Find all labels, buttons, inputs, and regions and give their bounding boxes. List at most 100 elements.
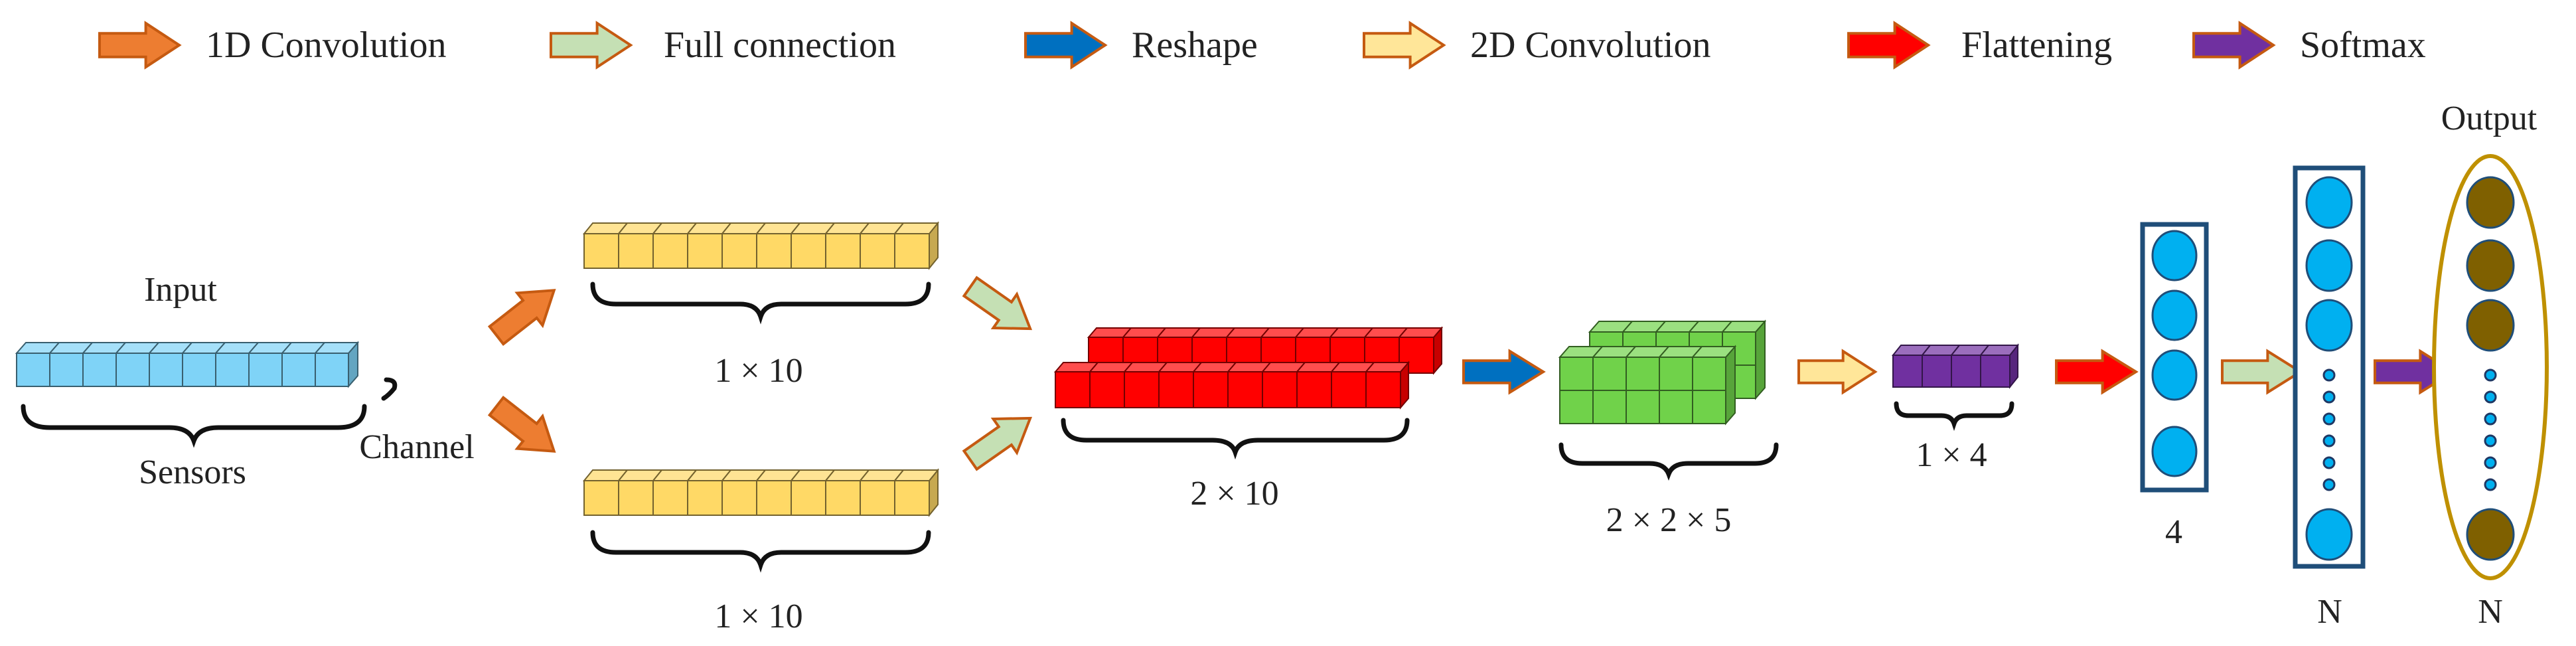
conv2d-cell [1922, 355, 1952, 388]
ellipsis-dot [2484, 390, 2497, 404]
hidden-box [2293, 165, 2366, 569]
conv-top-cell [583, 233, 619, 269]
reshape-front-cell [1592, 390, 1627, 424]
neuron [2151, 349, 2198, 401]
ellipsis-dot [2484, 412, 2497, 426]
input-cell [281, 353, 316, 387]
reshape-front-cell [1626, 357, 1660, 391]
merged-front-cell [1262, 371, 1298, 408]
full-connection-arrow-hidden [2221, 349, 2303, 395]
reshape-front-cell [1592, 357, 1627, 391]
conv2d-1x4-block [1891, 343, 2020, 389]
neuron [2151, 230, 2198, 282]
fc-arrow-down [962, 276, 1033, 331]
ellipsis-dot [2322, 390, 2336, 404]
fc-hidden-arrow-shape [2221, 349, 2303, 395]
output-ellipse [2432, 154, 2549, 580]
conv1d-legend-arrow [98, 21, 182, 70]
conv-bottom-cell [791, 480, 826, 516]
neuron [2151, 426, 2198, 477]
conv1d-branch-arrows [487, 289, 556, 453]
softmax-legend-label: Softmax [2300, 25, 2426, 66]
conv-bottom-cell [894, 480, 930, 516]
reshape-arrow [1462, 349, 1546, 395]
ellipsis-dot [2484, 368, 2497, 382]
neuron [2305, 299, 2353, 352]
reshaped-dim: 2 × 2 × 5 [1606, 501, 1732, 539]
reshape-front-cell [1659, 390, 1693, 424]
conv-bottom-cell [687, 480, 723, 516]
input-cell [182, 353, 216, 387]
output-neuron [2466, 508, 2515, 561]
reshaped-2x2x5-block [1558, 319, 1767, 426]
flatten-arrow-shape [2055, 349, 2139, 395]
reshaped-brace [1558, 442, 1779, 481]
input-cell [115, 353, 150, 387]
fc-legend-arrow [550, 21, 633, 70]
conv-top-cell [652, 233, 688, 269]
flattening-arrow [2055, 349, 2139, 395]
neuron [2305, 176, 2353, 229]
conv-bottom-dim: 1 × 10 [714, 598, 802, 635]
neuron [2305, 239, 2353, 292]
neuron [2151, 289, 2198, 341]
reshape-front-cell [1692, 357, 1726, 391]
conv-top-cell [756, 233, 792, 269]
conv-top-brace [590, 282, 931, 325]
merged-front-cell [1089, 371, 1125, 408]
merged-front-cell [1227, 371, 1263, 408]
conv2d-cell [1951, 355, 1981, 388]
merged-front-cell [1055, 371, 1091, 408]
merged-2x10-block [1053, 326, 1444, 410]
layer4-count: 4 [2165, 513, 2182, 551]
reshape-front-cell [1559, 390, 1594, 424]
channel-brace [381, 377, 398, 401]
conv-top-cell [687, 233, 723, 269]
reshape-front-cell [1559, 357, 1594, 391]
merged-front-cell [1296, 371, 1332, 408]
conv2d-legend-label: 2D Convolution [1470, 25, 1710, 66]
dense-layer-n [2293, 165, 2366, 569]
output-neuron [2466, 299, 2515, 352]
input-cell [49, 353, 84, 387]
conv-bottom-brace [590, 530, 931, 573]
conv1d-up-arrow [487, 289, 556, 347]
sensors-label: Sensors [139, 453, 246, 491]
conv-top-cell [721, 233, 757, 269]
input-cell [16, 353, 50, 387]
softmax-legend-arrow [2192, 21, 2276, 70]
ellipsis-dot [2322, 478, 2336, 491]
flattened-layer-4 [2140, 222, 2209, 493]
conv-bottom-cell [652, 480, 688, 516]
output-layer-n [2432, 154, 2549, 580]
reshape-legend-label: Reshape [1132, 25, 1258, 66]
reshape-legend-arrow [1024, 21, 1108, 70]
conv-bottom-cell [756, 480, 792, 516]
conv-top-cell [860, 233, 895, 269]
conv-top-cell [894, 233, 930, 269]
channel-label: Channel [359, 428, 474, 466]
input-cell [215, 353, 250, 387]
conv1d-legend-label: 1D Convolution [206, 25, 446, 66]
conv2d-arrow [1797, 349, 1878, 395]
input-cell [248, 353, 283, 387]
conv2d-cell [1892, 355, 1923, 388]
merged-front-cell [1193, 371, 1229, 408]
input-label: Input [144, 271, 217, 309]
conv2d-cell [1980, 355, 2010, 388]
reshape-arrow-shape [1462, 349, 1546, 395]
reshape-front-side [1725, 345, 1736, 426]
conv-bottom-cell [721, 480, 757, 516]
reshape-front-cell [1659, 357, 1693, 391]
fc-legend-label: Full connection [664, 25, 896, 66]
input-sensor-strip [15, 341, 360, 388]
ellipsis-dot [2484, 478, 2497, 491]
conv-top-cell [791, 233, 826, 269]
output-neuron [2466, 176, 2515, 229]
output-neuron [2466, 239, 2515, 292]
flatten-legend-label: Flattening [1961, 25, 2112, 66]
legend: 1D Convolution Full connection Reshape 2D C… [98, 21, 2426, 70]
ellipsis-dot [2322, 368, 2336, 382]
reshape-front-cell [1692, 390, 1726, 424]
